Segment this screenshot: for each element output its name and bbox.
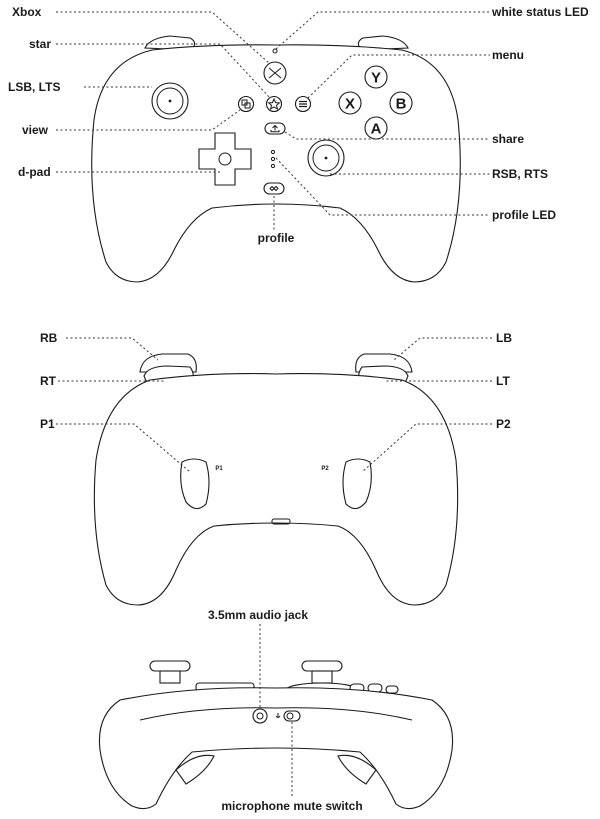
label-dpad: d-pad [18,165,51,179]
profile-icon [269,185,279,192]
profile-led-3 [270,163,276,169]
audio-jack-hole [256,712,264,720]
p2-paddle-mark: P2 [321,466,329,472]
bottom-left-stick-cap [149,660,191,672]
label-lt: LT [496,374,510,388]
leader-star [56,43,271,99]
y-button-letter: Y [371,70,381,87]
right-stick-dot [324,156,328,160]
label-view: view [22,123,49,137]
audio-jack [252,708,268,724]
profile-led-1 [270,149,276,155]
label-p2: P2 [496,417,511,431]
b-button-letter: B [396,96,407,113]
label-xbox: Xbox [12,5,42,19]
bottom-right-grip-vent [337,754,377,785]
profile-led-2 [270,156,276,162]
bottom-controller-body [98,687,454,810]
menu-icon [299,100,307,108]
label-rsb-rts: RSB, RTS [492,167,548,181]
mic-mute-switch [283,710,301,722]
label-profile-led: profile LED [492,208,556,222]
label-lb: LB [496,331,512,345]
white-status-led-dot [272,48,278,54]
leader-white-led [275,11,490,50]
view-icon-back [244,102,251,109]
leader-xbox [56,11,271,65]
label-rt: RT [40,374,57,388]
bottom-right-stick-cap [301,660,343,672]
label-lsb-lts: LSB, LTS [8,80,60,94]
a-button-letter: A [371,121,382,138]
back-controller-body [93,373,459,606]
microphone-icon [275,713,281,718]
back-view: P1 P2 RB RT P1 LB LT P2 [40,331,512,606]
a-button [364,116,388,140]
p1-paddle-mark: P1 [215,466,223,472]
label-p1: P1 [40,417,55,431]
x-button [338,91,362,115]
bottom-view: 3.5mm audio jack microphone mute switch [98,608,454,813]
label-menu: menu [492,48,524,62]
left-stick-dot [168,99,172,103]
left-stick-inner [156,87,184,115]
front-view: Y X B A Xbox star LSB, LTS view d-pad wh… [8,5,589,283]
label-audio-jack: 3.5mm audio jack [208,608,308,622]
bottom-inner-curve [139,707,413,721]
bottom-face-button-3 [385,685,399,694]
xbox-logo-icon [268,67,282,79]
label-profile: profile [258,231,295,245]
p1-paddle [180,458,210,510]
leader-profile-led [275,157,490,216]
dpad-shape [198,132,252,186]
back-bottom-port [271,518,291,525]
label-white-status-led: white status LED [491,5,589,19]
bottom-right-stick-shaft [311,670,333,684]
label-share: share [492,132,524,146]
right-stick-inner [312,144,340,172]
leader-p1 [56,423,191,473]
bottom-left-stick-shaft [159,670,181,684]
dpad-center [218,152,232,166]
leader-menu [307,54,490,99]
bottom-left-grip-vent [175,754,215,785]
mic-mute-switch-knob [286,712,294,720]
b-button [389,91,413,115]
star-icon [267,97,281,111]
x-button-letter: X [345,96,355,113]
view-button [237,95,255,113]
y-button [364,65,388,89]
p2-paddle [342,458,372,510]
label-rb: RB [40,331,58,345]
label-star: star [29,37,51,51]
label-mic-mute-switch: microphone mute switch [221,799,362,813]
leader-rb [66,337,159,361]
star-button [265,95,283,113]
leader-lb [393,337,492,361]
share-icon [270,124,280,133]
